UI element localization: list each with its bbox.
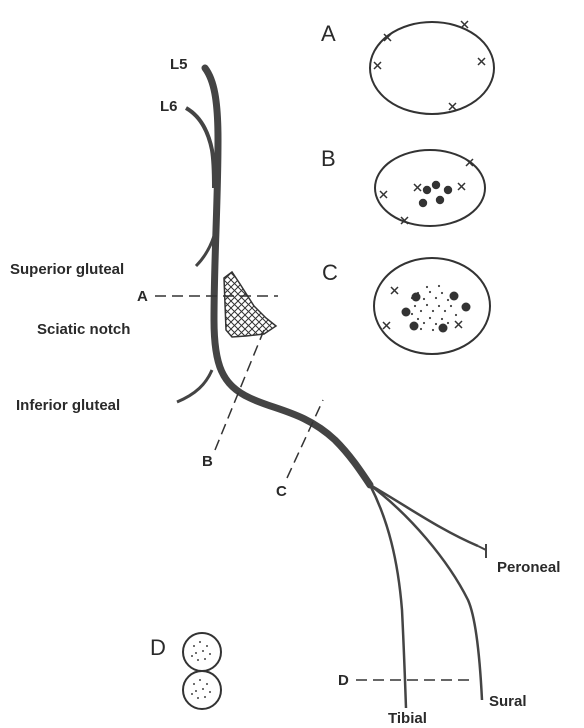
sural-branch [370,485,482,700]
l6-root [186,108,214,188]
inferior-gluteal-branch [177,370,212,402]
sciatic-notch-region [224,272,276,337]
section-marker-d: D [338,673,349,688]
peroneal-branch-end [478,544,486,558]
label-l5: L5 [170,57,188,72]
tibial-branch [370,485,406,708]
label-sciatic-notch: Sciatic notch [37,322,130,337]
cross-section-c-title: C [322,262,338,284]
cross-section-d [183,633,221,709]
cross-section-d-title: D [150,637,166,659]
section-marker-b: B [202,454,213,469]
cross-section-b [375,150,485,226]
label-l6: L6 [160,99,178,114]
section-marker-c: C [276,484,287,499]
label-peroneal: Peroneal [497,560,560,575]
cross-section-a [370,21,494,114]
cross-section-c [374,258,490,354]
label-inferior-gluteal: Inferior gluteal [16,398,120,413]
label-sural: Sural [489,694,527,709]
label-tibial: Tibial [388,711,427,726]
section-marker-a: A [137,289,148,304]
label-superior-gluteal: Superior gluteal [10,262,124,277]
cross-section-b-title: B [321,148,336,170]
superior-gluteal-branch [196,236,214,266]
cross-section-a-title: A [321,23,336,45]
